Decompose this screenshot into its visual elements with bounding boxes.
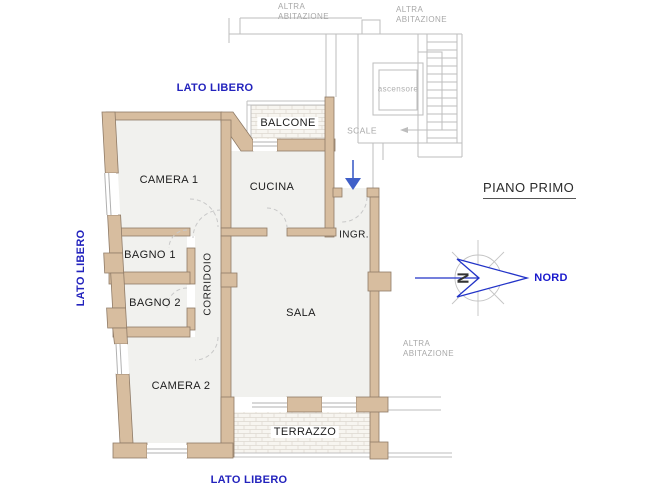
lato-libero-left: LATO LIBERO — [75, 229, 87, 307]
room-label-ingresso: INGR. — [339, 229, 369, 241]
compass-n-letter: N — [454, 272, 471, 284]
ascensore-label: ascensore — [377, 84, 419, 94]
door-arcs — [166, 196, 368, 361]
lato-libero-top: LATO LIBERO — [176, 82, 254, 94]
scale-label: SCALE — [347, 125, 377, 136]
railings — [234, 100, 370, 458]
elevator-shaft — [372, 62, 424, 116]
door-bagno2 — [166, 287, 188, 309]
room-floors — [115, 120, 370, 443]
door-bagno1 — [168, 229, 188, 249]
room-label-cucina: CUCINA — [249, 181, 295, 193]
room-label-bagno2: BAGNO 2 — [129, 297, 181, 309]
neighbor-label-right: ALTRA ABITAZIONE — [403, 339, 454, 358]
room-label-bagno1: BAGNO 1 — [124, 249, 176, 261]
entrance-arrow — [345, 160, 361, 190]
neighbor-building-outline — [228, 17, 463, 458]
lato-libero-bottom: LATO LIBERO — [210, 474, 288, 486]
door-corridor-leaf — [192, 209, 222, 239]
page-title: PIANO PRIMO — [483, 180, 577, 199]
neighbor-label-top-left: ALTRA ABITAZIONE — [278, 2, 329, 21]
windows — [103, 139, 356, 458]
room-label-balcone: BALCONE — [257, 117, 319, 129]
elevator-car — [378, 69, 418, 111]
nord-label: NORD — [534, 272, 568, 284]
compass: N — [415, 240, 530, 316]
door-camera2 — [194, 336, 219, 361]
stair-arrow-head — [400, 127, 408, 133]
door-camera1 — [189, 198, 219, 228]
neighbor-label-top-right: ALTRA ABITAZIONE — [396, 5, 447, 24]
room-label-camera1: CAMERA 1 — [139, 174, 199, 186]
door-cucina — [266, 207, 288, 229]
compass-dart — [456, 258, 530, 298]
room-label-sala: SALA — [286, 307, 316, 319]
room-label-camera2: CAMERA 2 — [151, 380, 211, 392]
room-label-corridoio: CORRIDOIO — [202, 252, 214, 316]
room-label-terrazzo: TERRAZZO — [270, 426, 340, 438]
